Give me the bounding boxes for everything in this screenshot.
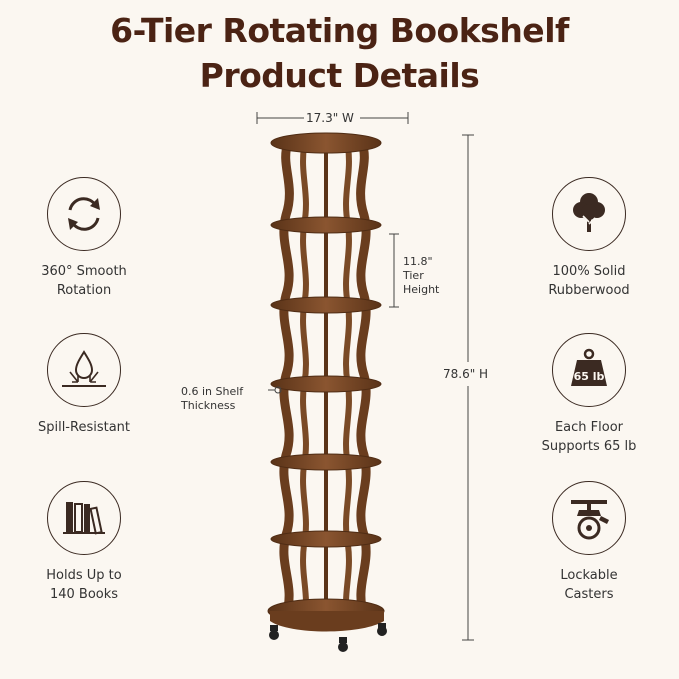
water-drop-icon bbox=[47, 333, 121, 407]
tier-height-dimension-line bbox=[389, 233, 399, 308]
feature-material-caption: 100% Solid Rubberwood bbox=[548, 264, 630, 298]
feature-capacity: Holds Up to 140 Books bbox=[9, 481, 159, 604]
height-label: 78.6" H bbox=[443, 367, 489, 381]
caster-wheel bbox=[377, 623, 387, 636]
width-label: 17.3" W bbox=[306, 111, 354, 125]
caster-wheel bbox=[338, 637, 348, 652]
feature-load-caption: Each Floor Supports 65 lb bbox=[541, 420, 637, 454]
feature-capacity-caption: Holds Up to 140 Books bbox=[46, 568, 122, 602]
shelf-thickness-label: 0.6 in Shelf Thickness bbox=[181, 385, 244, 412]
title-line-1: 6-Tier Rotating Bookshelf bbox=[110, 11, 569, 50]
feature-load: 65 lb Each Floor Supports 65 lb bbox=[514, 333, 664, 456]
feature-rotation-caption: 360° Smooth Rotation bbox=[41, 264, 127, 298]
rotation-arrows-icon bbox=[47, 177, 121, 251]
bookshelf-illustration bbox=[267, 132, 387, 652]
feature-casters: Lockable Casters bbox=[514, 481, 664, 604]
feature-spill-caption: Spill-Resistant bbox=[37, 420, 131, 435]
tier-height-label: 11.8" Tier Height bbox=[403, 255, 440, 296]
feature-casters-caption: Lockable Casters bbox=[560, 568, 618, 602]
caster-wheel bbox=[269, 625, 279, 640]
tree-icon bbox=[552, 177, 626, 251]
title-line-2: Product Details bbox=[199, 56, 480, 95]
width-dimension-line bbox=[256, 112, 409, 124]
feature-rotation: 360° Smooth Rotation bbox=[9, 177, 159, 300]
caster-wheel-icon bbox=[552, 481, 626, 555]
weight-label: 65 lb bbox=[573, 370, 605, 383]
feature-spill-resistant: Spill-Resistant bbox=[9, 333, 159, 437]
shelf-thickness-pointer bbox=[268, 386, 282, 394]
height-dimension-line bbox=[462, 134, 474, 641]
books-icon bbox=[47, 481, 121, 555]
feature-material: 100% Solid Rubberwood bbox=[514, 177, 664, 300]
weight-icon: 65 lb bbox=[552, 333, 626, 407]
page-title: 6-Tier Rotating Bookshelf Product Detail… bbox=[0, 8, 679, 98]
